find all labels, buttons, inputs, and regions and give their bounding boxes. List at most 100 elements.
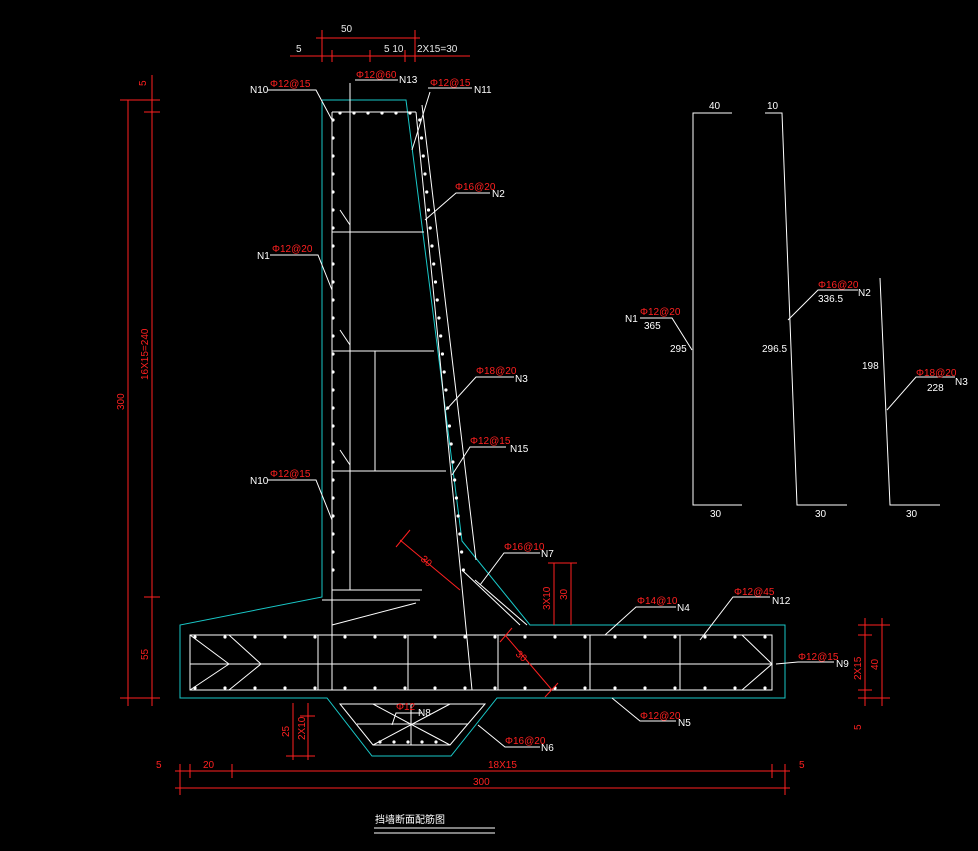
rebar-dot [673,635,677,639]
label-n12-id: N12 [772,596,791,607]
rebar-dots [193,111,767,744]
rebar-dot [193,635,197,639]
dim-heel-b: 2X10 [297,716,308,740]
rebar-dot [331,226,335,230]
bar-detail-n2 [765,112,858,506]
dim-bottom-a: 5 [156,760,162,771]
rebar-dot [463,686,467,690]
label-n2-bar: Φ16@20 [455,182,496,193]
dimension-lines [120,30,890,795]
rebar-dot [444,388,448,392]
detail-n2-len: 336.5 [818,294,843,305]
rebar-dot [331,370,335,374]
detail-n2-top: 10 [767,101,779,112]
rebar-dot [406,740,410,744]
dim-mid-b: 30 [559,588,570,600]
bar-detail-n1 [640,112,742,506]
rebar-dot [331,406,335,410]
detail-n2-bottom: 30 [815,509,827,520]
rebar-dot [313,686,317,690]
rebar-dot [461,568,465,572]
rebar-dot [392,740,396,744]
detail-n1-id: N1 [625,314,638,325]
rebar-dot [430,244,434,248]
rebar-dot [523,635,527,639]
rebar-dot [433,686,437,690]
rebar-dot [193,686,197,690]
rebar-dot [403,686,407,690]
rebar-dot [613,686,617,690]
rebar-dot [343,686,347,690]
rebar-dot [331,496,335,500]
rebar-dot [451,460,455,464]
rebar-dot [433,280,438,284]
dim-left-base: 55 [140,648,151,660]
section-outline [189,83,773,746]
rebar-dot [420,740,424,744]
bar-detail-n3 [879,277,955,506]
rebar-dot [456,514,460,518]
rebar-dot [763,686,767,690]
dim-left-stem: 16X15=240 [140,328,151,380]
rebar-dot [331,550,335,554]
dim-bottom-d: 5 [799,760,805,771]
rebar-dot [458,532,462,536]
label-n11-id: N11 [474,85,492,96]
label-n15-bar: Φ12@15 [470,436,511,447]
label-n7-bar: Φ16@10 [504,542,545,553]
label-n1-id: N1 [257,251,270,262]
rebar-dot [460,550,464,554]
label-n12-bar: Φ12@45 [734,587,775,598]
label-n3-id: N3 [515,374,528,385]
rebar-dot [223,635,227,639]
rebar-dot [331,280,335,284]
rebar-dot [613,635,617,639]
rebar-dot [331,208,335,212]
detail-n1-top: 40 [709,101,721,112]
dim-right-b: 40 [870,658,881,670]
dim-top-mid: 5 10 [384,44,404,55]
label-n8-id: N8 [418,708,431,719]
rebar-dot [331,568,335,572]
detail-n3-bottom: 30 [906,509,918,520]
detail-n3-side: 198 [862,361,879,372]
rebar-dot [493,635,497,639]
rebar-dot [763,635,767,639]
dim-top-right: 2X15=30 [417,44,458,55]
concrete-outline [179,99,786,757]
rebar-dot [331,424,335,428]
rebar-dot [421,154,425,158]
label-n4-id: N4 [677,603,690,614]
label-n5-bar: Φ12@20 [640,711,681,722]
rebar-dot [223,686,227,690]
rebar-dot [553,635,557,639]
label-n15-id: N15 [510,444,529,455]
rebar-dot [331,532,335,536]
label-n9-id: N9 [836,659,849,670]
dim-top-total: 50 [341,24,353,35]
label-n13-bar: Φ12@60 [356,70,397,81]
label-n2-id: N2 [492,189,505,200]
label-n10-low-id: N10 [250,476,269,487]
rebar-dot [331,190,335,194]
label-n10-top-bar: Φ12@15 [270,79,311,90]
rebar-dot [331,478,335,482]
leader-lines [268,79,834,834]
dim-bottom-c: 18X15 [488,760,517,771]
detail-n3-bar: Φ18@20 [916,368,957,379]
rebar-dot [703,686,707,690]
rebar-dot [423,172,427,176]
label-n4-bar: Φ14@10 [637,596,678,607]
rebar-dot [373,635,377,639]
rebar-dot [331,262,335,266]
label-n6-id: N6 [541,743,554,754]
rebar-dot [434,740,438,744]
rebar-dot [435,298,439,302]
dim-left-top: 5 [138,80,149,86]
label-n3-bar: Φ18@20 [476,366,517,377]
rebar-dot [408,111,412,115]
label-n5-id: N5 [678,718,691,729]
detail-n1-side: 295 [670,344,687,355]
dim-top-left: 5 [296,44,302,55]
detail-n2-id: N2 [858,288,871,299]
